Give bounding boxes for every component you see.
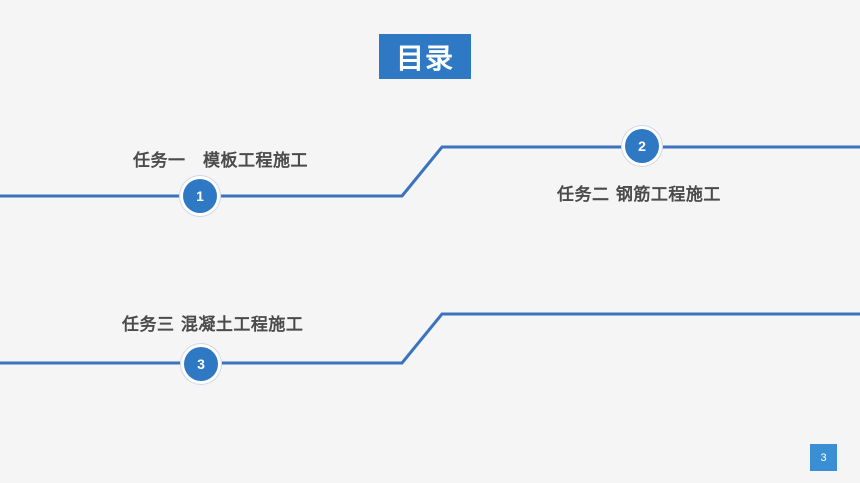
task-number-1: 1 [183,179,217,213]
task-node-1[interactable]: 1 [179,175,221,217]
task-number-2: 2 [625,129,659,163]
task-node-2[interactable]: 2 [621,125,663,167]
task-number-3: 3 [184,347,218,381]
task-node-3[interactable]: 3 [180,343,222,385]
timeline-line-1 [0,145,860,198]
task-label-1: 任务一 模板工程施工 [133,151,308,171]
task-label-3: 任务三 混凝土工程施工 [122,315,304,335]
page-title: 目录 [379,34,471,79]
task-label-2: 任务二 钢筋工程施工 [557,185,721,205]
page-number: 3 [810,444,837,471]
